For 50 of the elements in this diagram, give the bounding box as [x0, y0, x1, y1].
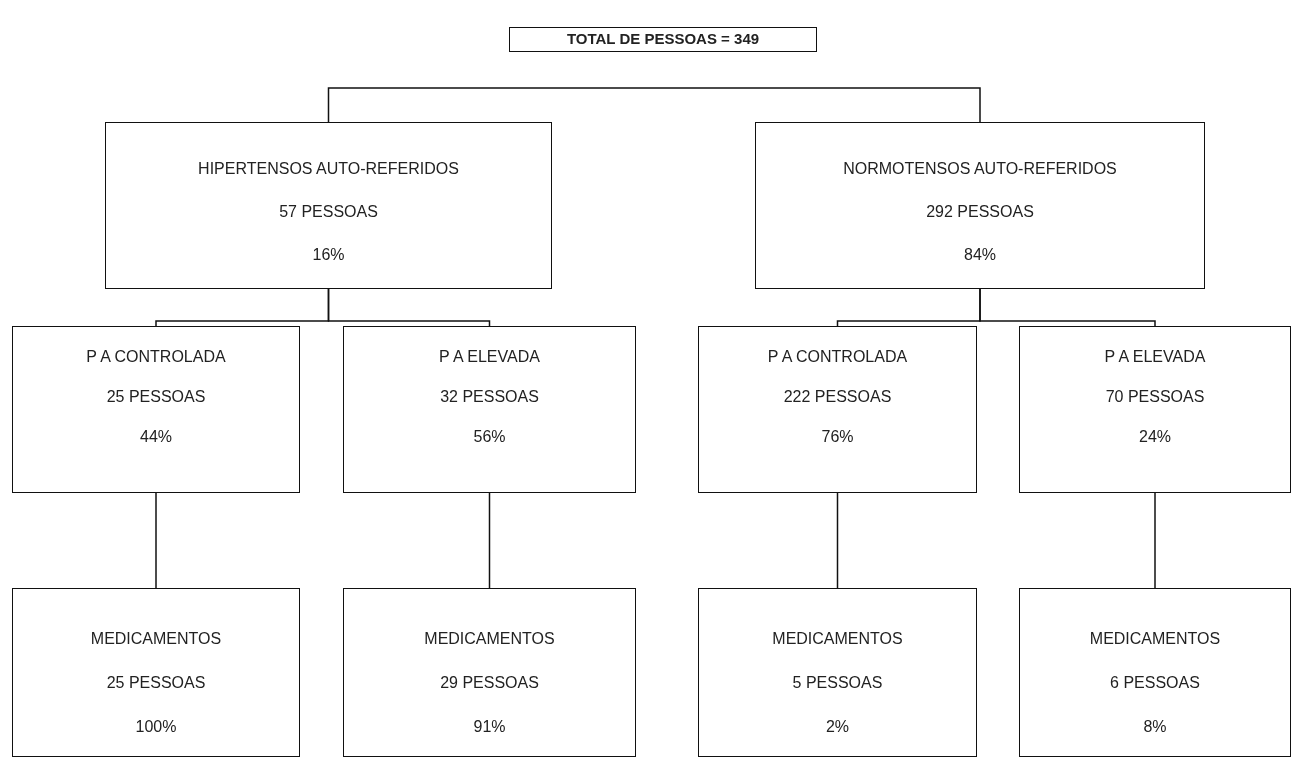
count-text: 56%: [473, 427, 506, 447]
category-label: MEDICAMENTOS: [772, 629, 903, 649]
count-text: 91%: [473, 717, 506, 737]
connector-line: [979, 288, 1156, 327]
title-text: TOTAL DE PESSOAS = 349: [566, 29, 760, 49]
count-text: 5 PESSOAS: [792, 673, 883, 693]
count-text: 222 PESSOAS: [783, 387, 892, 407]
count-text: 70 PESSOAS: [1105, 387, 1205, 407]
category-label: MEDICAMENTOS: [90, 629, 222, 649]
count-text: 24%: [1139, 427, 1171, 447]
count-text: 100%: [135, 717, 177, 737]
connector-line: [551, 87, 981, 123]
count-text: 6 PESSOAS: [1110, 673, 1200, 693]
connector-line: [1154, 492, 1156, 589]
category-label: P A ELEVADA: [1104, 347, 1206, 367]
connector-line: [155, 492, 157, 589]
category-label: MEDICAMENTOS: [1089, 629, 1221, 649]
title-box: [509, 27, 817, 52]
category-box: [698, 588, 977, 757]
count-text: 25 PESSOAS: [106, 673, 206, 693]
count-text: 84%: [964, 245, 996, 265]
count-text: 16%: [312, 245, 345, 265]
connector-line: [488, 492, 491, 589]
count-text: 44%: [140, 427, 172, 447]
category-label: MEDICAMENTOS: [424, 629, 555, 649]
category-box: [12, 326, 300, 493]
count-text: 76%: [821, 427, 854, 447]
category-label: P A CONTROLADA: [767, 347, 908, 367]
connector-line: [836, 492, 839, 589]
category-box: [343, 588, 636, 757]
connector-line: [327, 288, 491, 327]
count-text: 2%: [825, 717, 850, 737]
category-box: [1019, 326, 1291, 493]
category-label: NORMOTENSOS AUTO-REFERIDOS: [843, 159, 1117, 179]
category-label: P A CONTROLADA: [86, 347, 226, 367]
connector-line: [327, 87, 553, 123]
category-label: P A ELEVADA: [439, 347, 540, 367]
category-box: [343, 326, 636, 493]
category-box: [1019, 588, 1291, 757]
count-text: 25 PESSOAS: [106, 387, 206, 407]
count-text: 8%: [1143, 717, 1167, 737]
category-label: HIPERTENSOS AUTO-REFERIDOS: [198, 159, 459, 179]
category-box: [105, 122, 552, 289]
count-text: 32 PESSOAS: [440, 387, 539, 407]
count-text: 29 PESSOAS: [440, 673, 539, 693]
count-text: 57 PESSOAS: [279, 202, 378, 222]
count-text: 292 PESSOAS: [926, 202, 1034, 222]
category-box: [12, 588, 300, 757]
category-box: [755, 122, 1205, 289]
category-box: [698, 326, 977, 493]
